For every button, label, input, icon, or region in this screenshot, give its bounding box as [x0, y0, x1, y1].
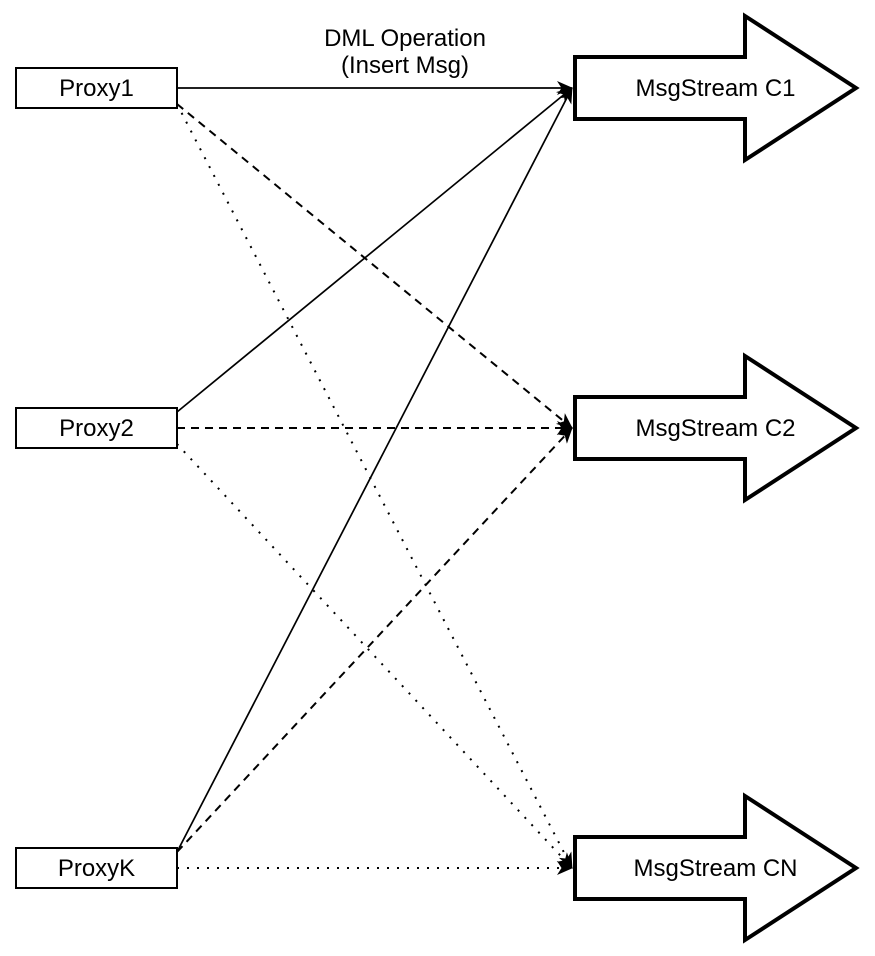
proxy-label-proxy2: Proxy2	[59, 415, 134, 442]
proxy-node-proxyK: ProxyK	[15, 847, 178, 889]
edge-proxy1-to-c2-dashed	[176, 103, 573, 429]
proxy-box-proxy2	[15, 407, 178, 449]
stream-label-c1: MsgStream C1	[635, 75, 795, 102]
edge-proxyK-to-c2-dashed	[176, 427, 573, 853]
stream-block-arrow-c1	[573, 12, 860, 164]
annotation-layer: DML Operation(Insert Msg)	[324, 25, 486, 79]
edge-proxy2-to-cn-dotted	[176, 443, 573, 869]
proxy-box-proxy1	[15, 67, 178, 109]
stream-label-cn: MsgStream CN	[633, 855, 797, 882]
stream-node-cn: MsgStream CN	[573, 792, 860, 944]
edge-proxyK-to-c1-solid	[176, 87, 573, 853]
proxy-label-proxy1: Proxy1	[59, 75, 134, 102]
stream-node-c1: MsgStream C1	[573, 12, 860, 164]
stream-block-arrow-cn	[573, 792, 860, 944]
proxy-node-proxy2: Proxy2	[15, 407, 178, 449]
stream-node-c2: MsgStream C2	[573, 352, 860, 504]
stream-label-c2: MsgStream C2	[635, 415, 795, 442]
edge-proxy1-to-cn-dotted	[176, 103, 573, 869]
proxy-box-proxyK	[15, 847, 178, 889]
proxy-node-proxy1: Proxy1	[15, 67, 178, 109]
dml-operation-label-line1: DML Operation	[324, 25, 486, 52]
dml-operation-label-line2: (Insert Msg)	[341, 52, 469, 79]
proxy-label-proxyK: ProxyK	[58, 855, 135, 882]
edges-layer	[176, 81, 573, 875]
edge-proxy2-to-c1-solid	[176, 87, 573, 413]
stream-block-arrow-c2	[573, 352, 860, 504]
